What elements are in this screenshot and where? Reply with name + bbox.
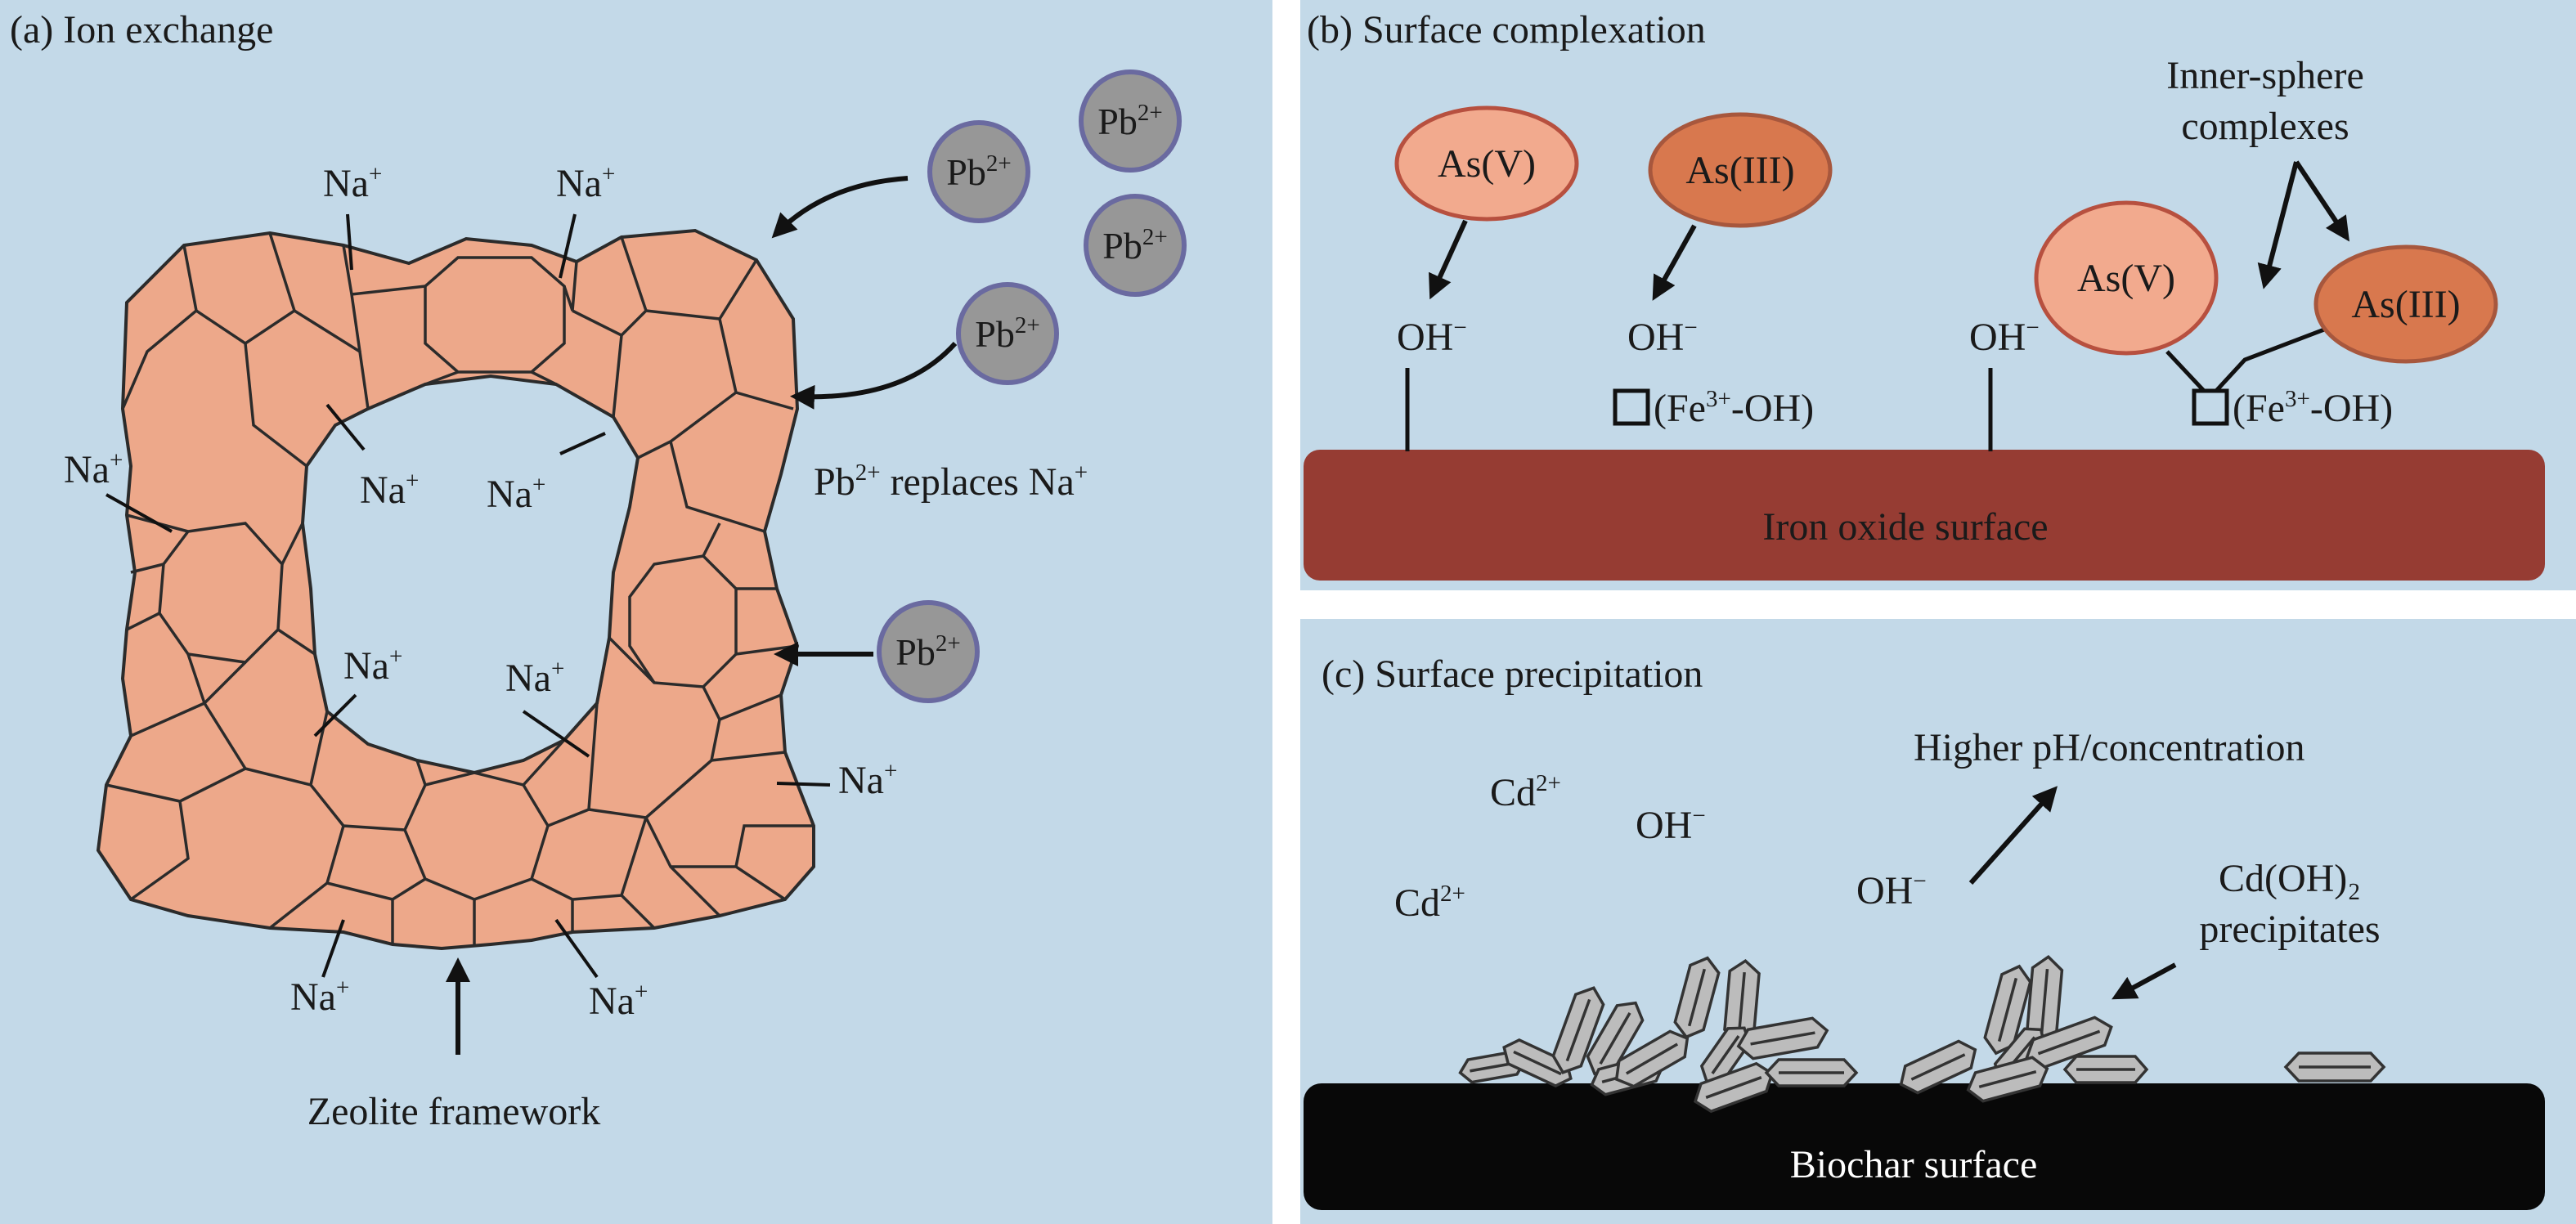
crystal xyxy=(1764,1058,1859,1087)
svg-text:Na+: Na+ xyxy=(589,979,648,1023)
svg-text:OH−: OH− xyxy=(1636,803,1706,847)
svg-text:OH−: OH− xyxy=(1856,868,1927,912)
na-label-inner-upper-left: Na+ xyxy=(360,468,419,512)
inner-sphere-label-line1: Inner-sphere xyxy=(2166,54,2364,97)
pb-ion-5: Pb2+ xyxy=(877,600,980,703)
lead-ions: Pb2+ Pb2+ Pb2+ Pb2+ Pb2+ xyxy=(877,69,1187,703)
svg-text:Cd2+: Cd2+ xyxy=(1490,770,1561,814)
inner-sphere-arrows xyxy=(2257,160,2349,289)
c-arrows xyxy=(1968,786,2177,1000)
pb-ion-3: Pb2+ xyxy=(1084,194,1187,297)
iron-oxide-surface-label: Iron oxide surface xyxy=(1762,505,2048,549)
svg-text:Na+: Na+ xyxy=(556,161,615,205)
biochar-surface xyxy=(1304,1083,2545,1210)
fe-oh-site-right: (Fe3+-OH) xyxy=(2192,386,2393,430)
crystal xyxy=(1673,956,1721,1039)
arrow-pb-4 xyxy=(790,341,958,410)
asiii-complex-label: As(III) xyxy=(2351,283,2460,326)
na-label-bottom-left: Na+ xyxy=(290,975,349,1019)
zeolite-framework-label: Zeolite framework xyxy=(307,1090,601,1133)
asv-complex xyxy=(2034,200,2219,356)
hydroxyl-groups: OH− OH− OH− xyxy=(1397,315,2040,359)
svg-text:OH−: OH− xyxy=(1969,315,2040,359)
sodium-leader-lines xyxy=(105,213,831,979)
svg-text:Pb2+: Pb2+ xyxy=(1102,224,1167,267)
arrow-pb-1 xyxy=(771,176,909,239)
replacement-label: Pb2+ replaces Na+ xyxy=(814,460,1088,504)
iron-oxide-surface xyxy=(1304,450,2545,581)
asv-complex-label: As(V) xyxy=(2077,257,2175,300)
crystal xyxy=(1736,1016,1829,1060)
pb-ion-1: Pb2+ xyxy=(927,120,1030,223)
pb-arrows xyxy=(446,176,958,1055)
svg-text:Pb2+: Pb2+ xyxy=(895,630,960,673)
svg-text:Pb2+: Pb2+ xyxy=(1097,100,1162,142)
na-label-top-left: Na+ xyxy=(323,161,382,205)
fe-oh-site-left: (Fe3+-OH) xyxy=(1613,386,1814,430)
na-label-bottom-right: Na+ xyxy=(589,979,648,1023)
inner-sphere-label-line2: complexes xyxy=(2181,105,2349,148)
svg-text:Na+: Na+ xyxy=(505,656,564,700)
svg-text:OH−: OH− xyxy=(1627,315,1698,359)
na-label-inner-lower-right: Na+ xyxy=(505,656,564,700)
svg-text:Na+: Na+ xyxy=(323,161,382,205)
svg-text:Na+: Na+ xyxy=(360,468,419,512)
panel-a-title: (a) Ion exchange xyxy=(10,8,273,52)
asv-ion-free xyxy=(1394,105,1579,222)
panel-b-title: (b) Surface complexation xyxy=(1307,8,1706,52)
svg-text:Na+: Na+ xyxy=(290,975,349,1019)
panel-surface-complexation: (b) Surface complexation Iron oxide surf… xyxy=(1300,0,2576,590)
asiii-ion-free xyxy=(1648,112,1833,228)
biochar-surface-label: Biochar surface xyxy=(1790,1143,2038,1186)
crystal xyxy=(2283,1051,2386,1083)
precipitate-label-line1: Cd(OH)₂ xyxy=(2219,857,2361,900)
svg-text:Pb2+: Pb2+ xyxy=(946,150,1011,193)
panel-c-title: (c) Surface precipitation xyxy=(1322,652,1703,696)
svg-text:Na+: Na+ xyxy=(343,643,402,688)
cdoh2-crystals xyxy=(1458,954,2386,1114)
na-label-top-right: Na+ xyxy=(556,161,615,205)
svg-text:(Fe3+-OH): (Fe3+-OH) xyxy=(2233,386,2393,430)
hydroxyl-bonds xyxy=(1405,368,1993,451)
zeolite-framework xyxy=(96,228,815,951)
panel-ion-exchange: (a) Ion exchange xyxy=(0,0,1272,1224)
higher-ph-label: Higher pH/concentration xyxy=(1914,726,2305,769)
crystal xyxy=(1899,1039,1977,1095)
hydroxide-ions: OH− OH− xyxy=(1636,803,1927,912)
na-label-right: Na+ xyxy=(838,758,897,802)
pb-ion-2: Pb2+ xyxy=(1079,69,1182,173)
svg-text:Cd2+: Cd2+ xyxy=(1394,881,1465,925)
svg-text:OH−: OH− xyxy=(1397,315,1467,359)
svg-text:Na+: Na+ xyxy=(838,758,897,802)
asv-ion-free-label: As(V) xyxy=(1438,142,1536,186)
framework-cell-lines xyxy=(105,232,814,944)
crystal xyxy=(2062,1055,2149,1084)
asiii-complex xyxy=(2313,244,2498,364)
sodium-ion-labels: Na+ Na+ Na+ Na+ Na+ Na+ Na+ Na+ Na+ Na+ xyxy=(64,161,897,1023)
na-label-left: Na+ xyxy=(64,447,123,491)
na-label-inner-lower-left: Na+ xyxy=(343,643,402,688)
svg-text:Na+: Na+ xyxy=(487,472,545,516)
panel-surface-precipitation: (c) Surface precipitation Cd2+ Cd2+ OH− … xyxy=(1300,619,2576,1224)
na-label-inner-upper-right: Na+ xyxy=(487,472,545,516)
svg-text:(Fe3+-OH): (Fe3+-OH) xyxy=(1654,386,1814,430)
precipitate-label-line2: precipitates xyxy=(2199,908,2380,951)
asiii-ion-free-label: As(III) xyxy=(1685,149,1794,192)
crystal xyxy=(1966,1056,2049,1103)
pb-ion-4: Pb2+ xyxy=(956,282,1059,385)
crystal xyxy=(1551,986,1605,1074)
crystal xyxy=(1502,1038,1573,1087)
svg-text:Pb2+: Pb2+ xyxy=(975,312,1039,355)
b-arrows xyxy=(1429,219,1697,301)
complex-bonds xyxy=(2165,325,2331,392)
crystal xyxy=(1614,1029,1690,1088)
cadmium-ions: Cd2+ Cd2+ xyxy=(1394,770,1561,925)
svg-text:Na+: Na+ xyxy=(64,447,123,491)
